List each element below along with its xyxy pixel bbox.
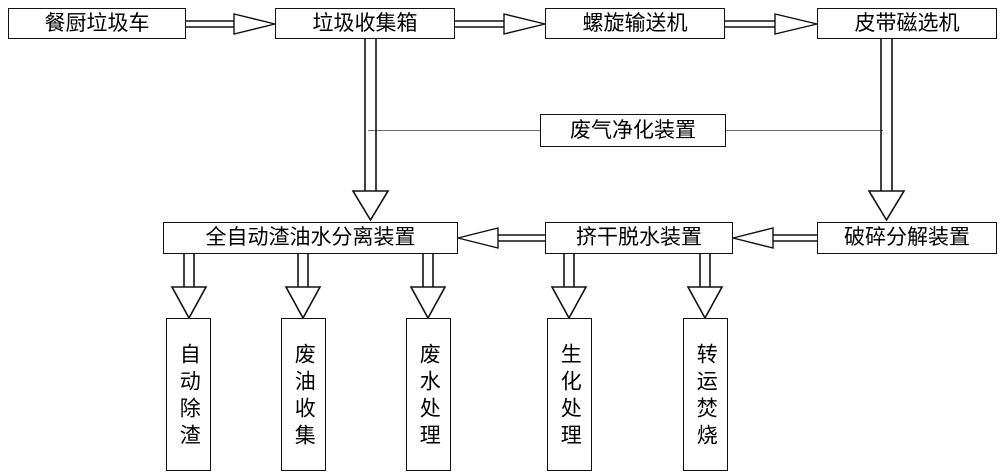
node-label: 餐厨垃圾车 xyxy=(44,10,150,35)
node-label: 全自动渣油水分离装置 xyxy=(205,225,416,250)
node-label: 螺旋输送机 xyxy=(582,10,688,35)
arrow-dewatering-to-separator xyxy=(457,227,546,249)
node-label: 废水处理 xyxy=(417,342,442,451)
node-screw-conveyor[interactable]: 螺旋输送机 xyxy=(545,8,725,39)
arrow-to-waste-oil-collection xyxy=(284,254,322,320)
arrow-magnetic-separator-down-to-crusher xyxy=(866,39,908,222)
node-exhaust-gas-purifier[interactable]: 废气净化装置 xyxy=(540,114,726,147)
node-label: 皮带磁选机 xyxy=(854,10,960,35)
node-label: 自动除渣 xyxy=(177,342,202,451)
node-label: 垃圾收集箱 xyxy=(312,10,418,35)
arrow-bin-down-to-separation-unit xyxy=(350,39,392,222)
node-label: 废油收集 xyxy=(292,342,317,451)
node-wastewater-treatment[interactable]: 废水处理 xyxy=(406,318,451,471)
arrow-to-biochemical-treatment xyxy=(550,254,588,320)
node-label: 转运焚烧 xyxy=(694,342,719,451)
duct-line-right xyxy=(726,130,883,131)
node-canteen-waste-truck[interactable]: 餐厨垃圾车 xyxy=(8,8,186,39)
arrow-to-auto-deslagging xyxy=(170,254,208,320)
arrow-bin-to-conveyor xyxy=(455,13,546,35)
node-label: 生化处理 xyxy=(558,342,583,451)
node-auto-residue-oil-water-separator[interactable]: 全自动渣油水分离装置 xyxy=(163,222,458,254)
node-waste-collection-bin[interactable]: 垃圾收集箱 xyxy=(275,8,455,39)
node-label: 挤干脱水装置 xyxy=(576,225,702,250)
node-transfer-incineration[interactable]: 转运焚烧 xyxy=(683,318,728,471)
node-crushing-decomposition-unit[interactable]: 破碎分解装置 xyxy=(817,222,997,254)
node-auto-deslagging[interactable]: 自动除渣 xyxy=(166,318,211,471)
arrow-crusher-to-dewatering xyxy=(732,227,818,249)
arrow-truck-to-bin xyxy=(186,13,276,35)
node-belt-magnetic-separator[interactable]: 皮带磁选机 xyxy=(817,8,997,39)
node-label: 破碎分解装置 xyxy=(844,225,970,250)
node-squeeze-dewatering-unit[interactable]: 挤干脱水装置 xyxy=(545,222,733,254)
arrow-to-transfer-incineration xyxy=(686,254,724,320)
arrow-to-wastewater-treatment xyxy=(409,254,447,320)
node-biochemical-treatment[interactable]: 生化处理 xyxy=(547,318,592,471)
arrow-conveyor-to-separator xyxy=(725,13,818,35)
node-waste-oil-collection[interactable]: 废油收集 xyxy=(281,318,326,471)
duct-line-left xyxy=(368,130,540,131)
node-label: 废气净化装置 xyxy=(570,117,696,142)
